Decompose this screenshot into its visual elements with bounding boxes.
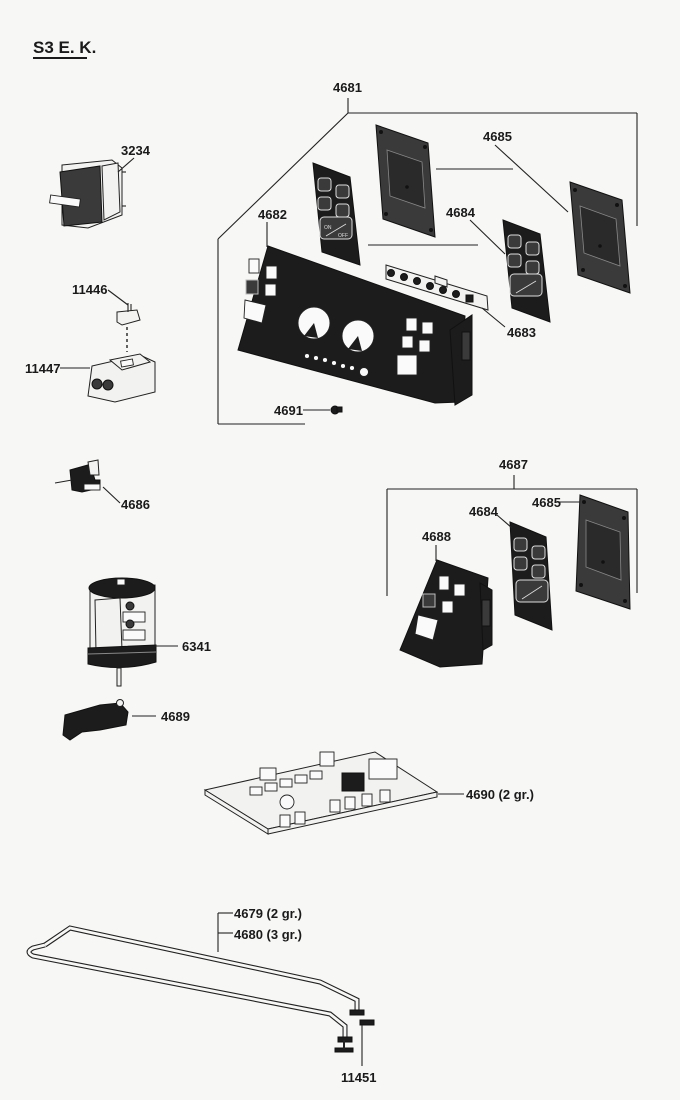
leader-4684-b: [496, 514, 513, 529]
part-4685-gasket-c[interactable]: [575, 494, 631, 610]
label-4689: 4689: [161, 709, 190, 724]
label-4680: 4680 (3 gr.): [234, 927, 302, 942]
diagram-title: S3 E. K.: [33, 38, 96, 59]
keypad-on-text: ON: [324, 225, 332, 231]
label-6341: 6341: [182, 639, 211, 654]
part-6341-rotary-switch[interactable]: [87, 577, 157, 687]
label-4688: 4688: [422, 529, 451, 544]
label-4684-b: 4684: [469, 504, 499, 519]
part-4688-housing[interactable]: [399, 559, 493, 668]
part-4689-cam[interactable]: [62, 699, 129, 741]
part-4684-keypad-c[interactable]: [509, 521, 553, 631]
label-4687: 4687: [499, 457, 528, 472]
keypad-off-text: OFF: [338, 233, 348, 239]
label-4686: 4686: [121, 497, 150, 512]
label-4682: 4682: [258, 207, 287, 222]
leader-4683: [481, 307, 506, 328]
part-4685-gasket-a[interactable]: [375, 124, 436, 238]
bracket-4687: [386, 475, 638, 596]
bracket-4679-4680: [217, 912, 233, 952]
label-4684-a: 4684: [446, 205, 476, 220]
label-11451: 11451: [341, 1070, 376, 1085]
label-4685-a: 4685: [483, 129, 512, 144]
label-4679: 4679 (2 gr.): [234, 906, 302, 921]
title-text: S3 E. K.: [33, 38, 96, 57]
part-4690-circuit-board[interactable]: [203, 751, 439, 835]
label-4690: 4690 (2 gr.): [466, 787, 534, 802]
leader-4684-a: [469, 219, 506, 255]
part-11446-knob[interactable]: [116, 303, 141, 326]
part-4691-screw[interactable]: [330, 405, 343, 415]
part-4684-keypad-a[interactable]: ON OFF: [312, 162, 361, 266]
part-4684-keypad-b[interactable]: [502, 219, 551, 323]
label-11447: 11447: [25, 361, 60, 376]
part-4685-gasket-b[interactable]: [569, 181, 631, 294]
part-4682-control-panel[interactable]: [237, 245, 473, 406]
leader-4685-a: [494, 144, 569, 213]
label-11446: 11446: [72, 282, 107, 297]
part-3234-transformer[interactable]: [49, 157, 135, 229]
bracket-4681: [217, 98, 638, 425]
label-3234: 3234: [121, 143, 151, 158]
part-4686-switch[interactable]: [54, 459, 101, 493]
leader-4686: [102, 486, 121, 504]
part-4679-4680-heating-element[interactable]: [26, 925, 375, 1053]
label-4685-b: 4685: [532, 495, 561, 510]
label-4681: 4681: [333, 80, 362, 95]
leader-11446: [107, 289, 129, 306]
part-4683-led-strip[interactable]: [385, 264, 489, 311]
label-4683: 4683: [507, 325, 536, 340]
label-4691: 4691: [274, 403, 303, 418]
part-11447-housing[interactable]: [87, 353, 156, 403]
